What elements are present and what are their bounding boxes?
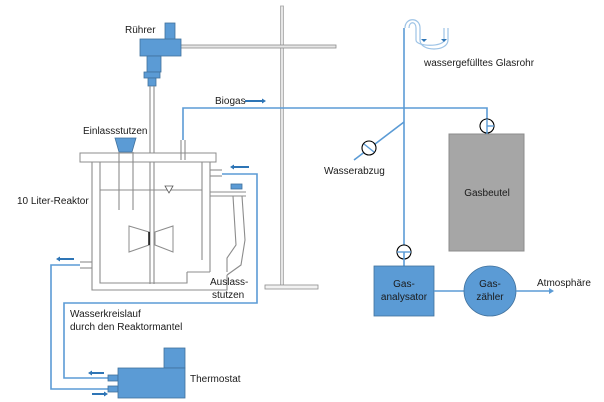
stand-base [264,284,319,290]
label-wasserkreislauf-2: durch den Reaktormantel [70,322,182,333]
label-gaszaehler-1: Gas- [479,279,501,290]
thermostat-body [117,367,186,399]
label-einlassstutzen: Einlassstutzen [83,126,147,137]
u-tube-outer [404,19,449,50]
stirrer-chuck [147,77,157,87]
label-gaszaehler-2: zähler [476,292,504,303]
jacket-supply-pipe [63,173,258,379]
thermostat-stub-top [107,374,119,382]
water-circuit [50,164,258,397]
gas-riser [353,19,449,252]
exhaust-arrowhead [549,288,554,294]
gas-bag [448,118,525,252]
stirrer-motor [139,38,182,57]
liquid-level-marker [164,185,174,194]
stirrer-clamp [143,71,161,79]
stirrer-arm [179,44,337,49]
label-gasbeutel: Gasbeutel [464,188,510,199]
biogas-arrowhead [262,98,266,104]
valve-handle [363,143,375,153]
reactor-inner-wall [99,162,188,284]
water-level-marker-right [441,39,447,42]
thermostat-out-arrowhead [88,370,92,376]
gasanalysator-box [373,265,435,317]
stirrer [128,22,182,284]
label-gasanalysator-2: analysator [381,292,428,303]
label-reaktor: 10 Liter-Reaktor [17,196,89,207]
outlet-pipe-left [226,195,237,272]
thermostat [107,347,186,399]
label-wasserabzug: Wasserabzug [324,166,385,177]
label-auslass-1: Auslass- [210,277,248,288]
reactor [79,137,246,291]
label-wasserkreislauf-1: Wasserkreislauf [70,309,141,320]
impeller-right [154,225,174,253]
stirrer-motor-top [164,22,176,41]
label-glasrohr: wassergefülltes Glasrohr [423,58,535,69]
label-ruehrer: Rührer [125,25,156,36]
impeller-left [128,225,150,253]
lab-stand [179,5,337,290]
biogas-pipe [182,107,488,140]
gasbeutel-box [448,133,525,252]
reactor-lid [79,152,217,163]
label-thermostat: Thermostat [190,374,241,385]
outlet-stopper [230,183,243,190]
u-tube-inner [408,22,445,46]
thermostat-in-arrowhead [104,391,108,397]
jacket-return-pipe [50,264,108,390]
water-level-marker-left [421,39,427,42]
water-drain-pipe [353,121,405,161]
label-gasanalysator-1: Gas- [393,279,415,290]
outlet-pipe-right [226,195,246,276]
thermostat-stub-bottom [107,385,119,393]
label-biogas: Biogas [215,96,246,107]
gaszaehler-ellipse [463,265,517,317]
thermostat-tower [163,347,186,369]
reactor-jacket [91,162,228,291]
jacket-out-arrowhead [56,256,60,262]
label-auslass-2: stutzen [212,290,244,301]
inlet-stopper [114,137,137,153]
label-atmosphaere: Atmosphäre [537,278,591,289]
biogas-line [182,98,488,140]
gas-analysis [373,244,554,317]
stirrer-coupling [146,55,162,73]
jacket-in-arrowhead [230,164,234,170]
